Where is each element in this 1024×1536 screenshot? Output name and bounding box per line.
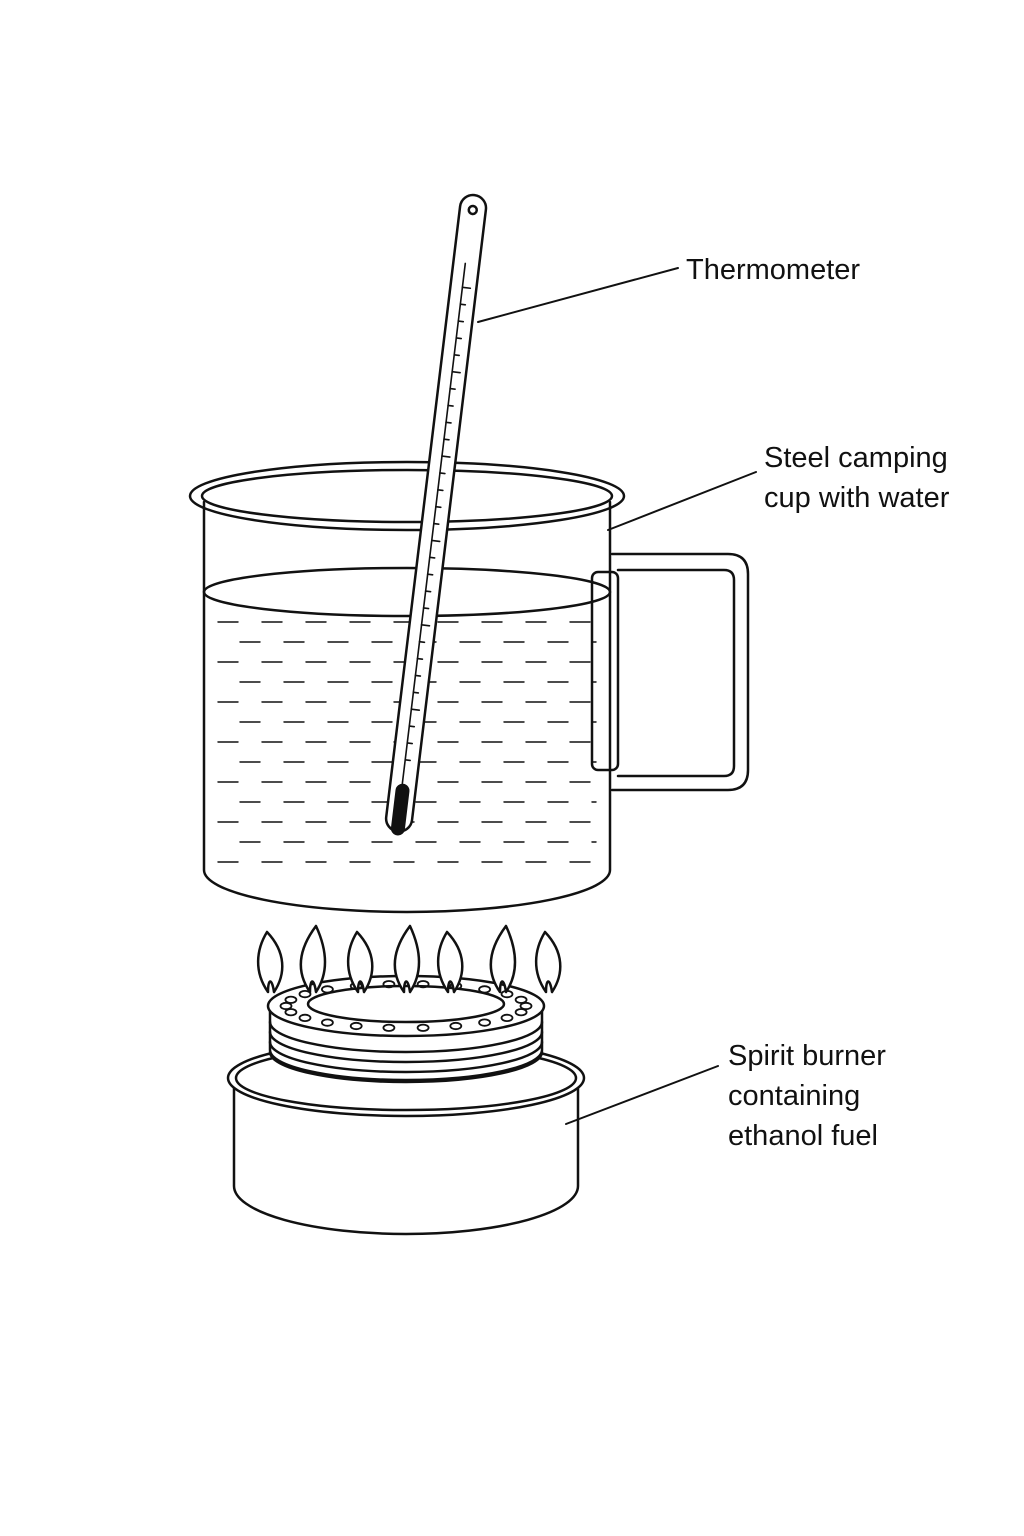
burner-jet-hole bbox=[349, 1021, 363, 1031]
thermometer-tick bbox=[445, 421, 452, 424]
leader-line-burner bbox=[565, 1065, 719, 1125]
burner-jet-hole bbox=[416, 1023, 430, 1032]
thermometer-capillary bbox=[400, 262, 467, 790]
burner-jet-hole bbox=[320, 1018, 334, 1027]
thermometer-tick bbox=[451, 370, 461, 374]
thermometer-tick bbox=[457, 320, 465, 323]
thermometer-tick bbox=[422, 607, 430, 610]
spirit-burner bbox=[226, 974, 586, 1236]
thermometer-bulb bbox=[390, 783, 410, 836]
thermometer-tick bbox=[453, 354, 460, 357]
label-thermometer: Thermometer bbox=[686, 250, 860, 290]
thermometer-tick bbox=[410, 708, 421, 711]
leader-line-thermometer bbox=[477, 267, 679, 323]
thermometer bbox=[384, 193, 488, 836]
burner-jet-hole bbox=[416, 980, 430, 989]
label-steel-camping-cup: Steel camping cup with water bbox=[764, 438, 949, 518]
thermometer-tick bbox=[418, 640, 426, 644]
cup-rim-outer bbox=[188, 460, 626, 532]
flame bbox=[534, 930, 562, 994]
thermometer-tick bbox=[406, 742, 414, 745]
thermometer-tick bbox=[404, 759, 411, 762]
thermometer-tick bbox=[416, 657, 424, 660]
burner-jet-hole bbox=[298, 989, 312, 999]
cup-body bbox=[202, 500, 612, 914]
thermometer-tick bbox=[443, 438, 450, 441]
burner-jet-hole bbox=[478, 1018, 492, 1027]
cup-handle-bracket bbox=[590, 570, 620, 772]
thermometer-tube bbox=[384, 193, 488, 833]
label-burner-line-3: ethanol fuel bbox=[728, 1120, 878, 1152]
thermometer-tick bbox=[459, 303, 467, 306]
burner-thread-ring bbox=[268, 1020, 544, 1054]
burner-jet-hole bbox=[320, 985, 334, 994]
burner-thread-ring bbox=[268, 1040, 544, 1074]
label-spirit-burner: Spirit burner containing ethanol fuel bbox=[728, 1036, 886, 1156]
burner-jet-hole bbox=[514, 995, 528, 1004]
label-burner-line-1: Spirit burner bbox=[728, 1040, 886, 1072]
thermometer-tick bbox=[435, 505, 442, 509]
thermometer-tick bbox=[449, 387, 456, 390]
burner-jet-hole bbox=[478, 985, 492, 994]
flame bbox=[299, 924, 327, 994]
label-burner-line-2: containing bbox=[728, 1080, 861, 1112]
thermometer-tick bbox=[412, 691, 420, 694]
water-ripple-lines bbox=[217, 621, 597, 863]
burner-jet-hole bbox=[298, 1013, 312, 1023]
thermometer-tick bbox=[426, 573, 434, 576]
leader-line-cup bbox=[607, 471, 757, 531]
cup-rim-inner bbox=[200, 468, 614, 524]
thermometer-tick bbox=[433, 522, 440, 525]
thermometer-tick bbox=[424, 590, 432, 593]
steel-camping-cup bbox=[188, 460, 750, 914]
flame bbox=[256, 930, 284, 994]
thermometer-hang-hole bbox=[467, 204, 479, 216]
thermometer-tick bbox=[437, 489, 444, 492]
thermometer-scale-ticks bbox=[404, 286, 472, 762]
label-thermometer-line-1: Thermometer bbox=[686, 254, 861, 286]
label-cup-line-2: cup with water bbox=[764, 482, 950, 514]
burner-wick-opening bbox=[306, 984, 506, 1024]
flame bbox=[393, 924, 421, 994]
burner-base-body bbox=[232, 1084, 580, 1236]
water-surface bbox=[202, 566, 612, 618]
flame bbox=[346, 930, 374, 994]
thermometer-tick bbox=[455, 337, 463, 340]
thermometer-tick bbox=[420, 624, 431, 627]
burner-jet-hole bbox=[449, 1021, 463, 1031]
burner-jet-hole bbox=[514, 1008, 528, 1017]
thermometer-tick bbox=[428, 556, 436, 559]
burner-thread-ring bbox=[268, 1030, 544, 1064]
burner-flames bbox=[256, 924, 562, 994]
burner-thread-ring bbox=[268, 1050, 544, 1084]
thermometer-tick bbox=[461, 286, 472, 290]
cup-handle-inner bbox=[616, 568, 736, 778]
burner-jet-hole bbox=[279, 1001, 293, 1011]
burner-jet-hole bbox=[284, 995, 298, 1004]
thermometer-tick bbox=[441, 455, 451, 458]
burner-jet-hole bbox=[382, 1023, 396, 1032]
thermometer-tick bbox=[430, 539, 441, 543]
flame bbox=[436, 930, 464, 994]
thermometer-tick bbox=[408, 725, 416, 728]
thermometer-tick bbox=[439, 472, 446, 475]
burner-jet-hole bbox=[519, 1001, 533, 1011]
thermometer-tick bbox=[414, 674, 422, 677]
burner-jet-hole bbox=[382, 980, 396, 989]
flame bbox=[489, 924, 517, 994]
label-cup-line-1: Steel camping bbox=[764, 442, 948, 474]
cup-handle-outer bbox=[610, 552, 750, 792]
thermometer-tick bbox=[447, 404, 454, 407]
burner-jet-hole bbox=[284, 1008, 298, 1017]
burner-jet-hole bbox=[500, 1013, 514, 1023]
